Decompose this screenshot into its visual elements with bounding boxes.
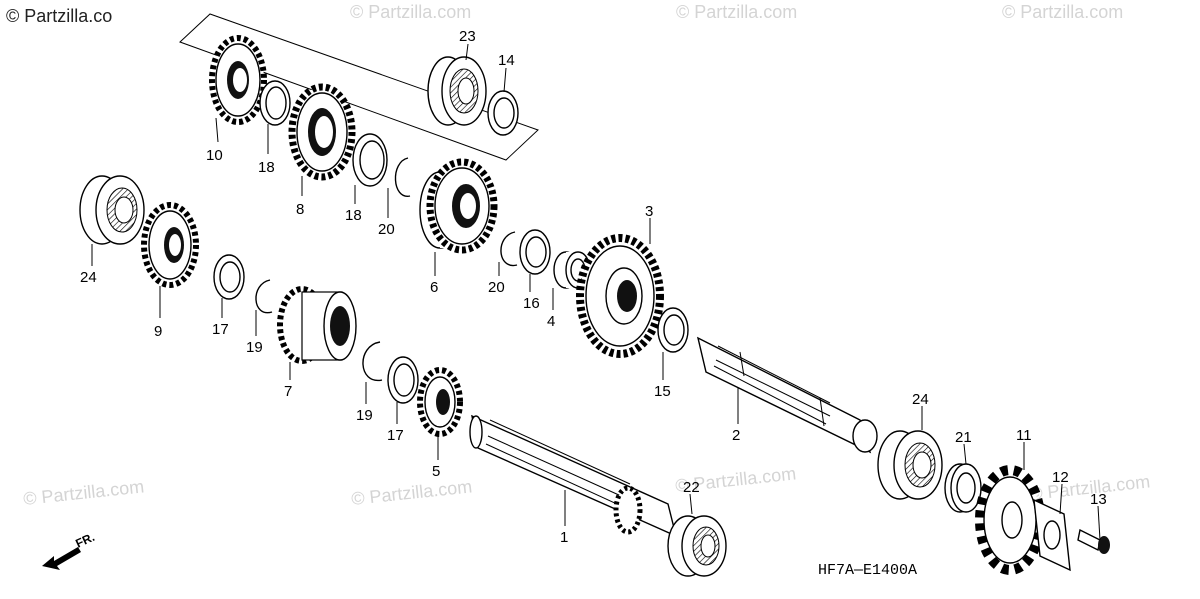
- callout-15[interactable]: 15: [654, 383, 671, 400]
- gear-10[interactable]: [209, 35, 267, 125]
- callout-12[interactable]: 12: [1052, 469, 1069, 486]
- callout-16[interactable]: 16: [523, 295, 540, 312]
- callout-19[interactable]: 19: [356, 407, 373, 424]
- callout-11[interactable]: 11: [1016, 427, 1032, 444]
- bearing-23[interactable]: [427, 56, 487, 126]
- callout-1[interactable]: 1: [560, 529, 568, 546]
- circlip-20-a[interactable]: [394, 157, 411, 197]
- plate-12[interactable]: [1033, 498, 1071, 572]
- watermark: © Partzilla.com: [350, 476, 473, 509]
- callout-24[interactable]: 24: [912, 391, 929, 408]
- callout-8[interactable]: 8: [296, 201, 304, 218]
- group-bracket: [179, 13, 539, 161]
- washer-18-b[interactable]: [352, 133, 388, 187]
- callout-13[interactable]: 13: [1090, 491, 1107, 508]
- callout-7[interactable]: 7: [284, 383, 292, 400]
- watermark: © Partzilla.com: [676, 2, 797, 22]
- shaft-1[interactable]: [469, 414, 678, 538]
- callout-17[interactable]: 17: [212, 321, 229, 338]
- washer-18-a[interactable]: [259, 80, 291, 126]
- callout-10[interactable]: 10: [206, 147, 223, 164]
- direction-label: FR.: [73, 530, 96, 551]
- callout-3[interactable]: 3: [645, 203, 653, 220]
- front-direction-arrow-icon: FR.: [42, 530, 97, 570]
- callout-2[interactable]: 2: [732, 427, 740, 444]
- watermark: © Partzilla.com: [1002, 2, 1123, 22]
- diagram-code: HF7A—E1400A: [818, 562, 917, 579]
- gear-9[interactable]: [141, 202, 199, 288]
- washer-14[interactable]: [487, 90, 519, 136]
- washer-16[interactable]: [519, 229, 551, 275]
- circlip-19-b[interactable]: [362, 341, 383, 381]
- bearing-24-right[interactable]: [877, 430, 943, 500]
- callout-24[interactable]: 24: [80, 269, 97, 286]
- watermark-top-left: © Partzilla.co: [6, 6, 112, 26]
- callout-22[interactable]: 22: [683, 479, 700, 496]
- washer-17-a[interactable]: [213, 254, 245, 300]
- gear-6[interactable]: [419, 158, 498, 254]
- shaft-2[interactable]: [696, 336, 878, 454]
- leader-lines: [91, 43, 1101, 541]
- callout-18[interactable]: 18: [345, 207, 362, 224]
- bolt-13[interactable]: [1077, 528, 1110, 554]
- callout-21[interactable]: 21: [955, 429, 972, 446]
- circlip-19-a[interactable]: [255, 279, 273, 314]
- gear-8[interactable]: [288, 83, 356, 181]
- gear-3[interactable]: [576, 234, 664, 358]
- seal-21[interactable]: [944, 463, 982, 513]
- bearing-24-left[interactable]: [79, 175, 145, 245]
- watermark: © Partzilla.com: [350, 2, 471, 22]
- sprocket-11[interactable]: [975, 465, 1045, 575]
- callout-6[interactable]: 6: [430, 279, 438, 296]
- callout-5[interactable]: 5: [432, 463, 440, 480]
- callout-4[interactable]: 4: [547, 313, 555, 330]
- callout-23[interactable]: 23: [459, 28, 476, 45]
- bearing-22[interactable]: [667, 515, 727, 577]
- gear-5[interactable]: [417, 367, 463, 437]
- washer-15[interactable]: [657, 307, 689, 353]
- watermark: © Partzilla.com: [22, 476, 145, 509]
- circlip-20-b[interactable]: [500, 231, 518, 267]
- callout-17[interactable]: 17: [387, 427, 404, 444]
- callout-20[interactable]: 20: [378, 221, 395, 238]
- washer-17-b[interactable]: [387, 356, 419, 404]
- gear-7[interactable]: [277, 286, 357, 364]
- callout-18[interactable]: 18: [258, 159, 275, 176]
- callout-9[interactable]: 9: [154, 323, 162, 340]
- callout-20[interactable]: 20: [488, 279, 505, 296]
- callout-19[interactable]: 19: [246, 339, 263, 356]
- callout-14[interactable]: 14: [498, 52, 515, 69]
